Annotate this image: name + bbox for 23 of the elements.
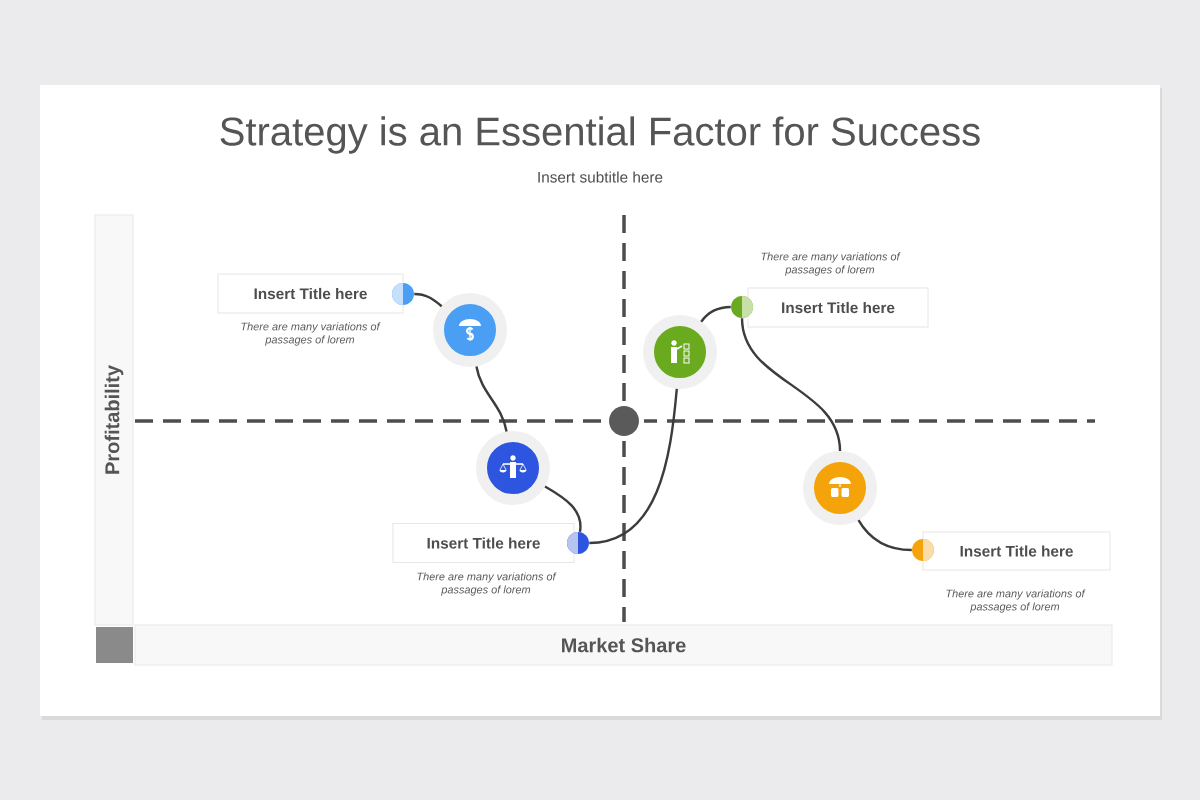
title-box: Insert Title here bbox=[217, 273, 404, 314]
axis-band: Market Share bbox=[134, 624, 1113, 666]
connector-curve bbox=[857, 519, 912, 552]
description-text: There are many variations of passages of lorem bbox=[946, 589, 1086, 613]
connector-curve bbox=[700, 305, 731, 323]
connector-curve bbox=[544, 485, 582, 533]
description-text: There are many variations of passages of lorem bbox=[417, 572, 557, 596]
connector-curve bbox=[589, 388, 678, 545]
connector-curve bbox=[740, 318, 842, 452]
connector-curve bbox=[414, 292, 443, 308]
axis-band: Profitability bbox=[94, 214, 134, 626]
title: Strategy is an Essential Factor for Success bbox=[220, 116, 980, 154]
subtitle: Insert subtitle here bbox=[538, 171, 663, 183]
title-box: Insert Title here bbox=[392, 523, 575, 563]
connector-dot bbox=[912, 539, 934, 561]
connector-dot bbox=[731, 296, 753, 318]
description-text: There are many variations of passages of lorem bbox=[241, 322, 381, 346]
title-box: Insert Title here bbox=[922, 531, 1111, 571]
description-text: There are many variations of passages of lorem bbox=[761, 252, 901, 276]
connector-curve bbox=[475, 366, 508, 432]
connector-dot bbox=[567, 532, 589, 554]
connector-dot bbox=[392, 283, 414, 305]
title-box: Insert Title here bbox=[747, 287, 929, 328]
